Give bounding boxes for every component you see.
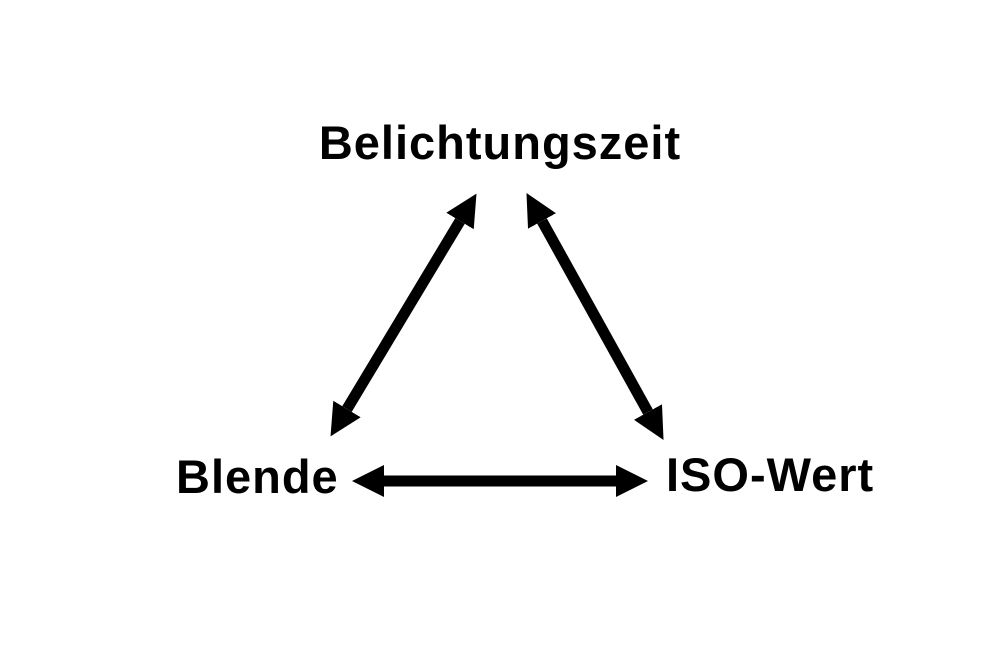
arrow-belichtungszeit-iso-wert <box>526 193 664 440</box>
node-label-iso-wert: ISO-Wert <box>666 448 875 501</box>
node-label-blende: Blende <box>176 450 339 503</box>
arrow-blende-belichtungszeit <box>330 193 477 437</box>
node-label-belichtungszeit: Belichtungszeit <box>318 116 682 169</box>
